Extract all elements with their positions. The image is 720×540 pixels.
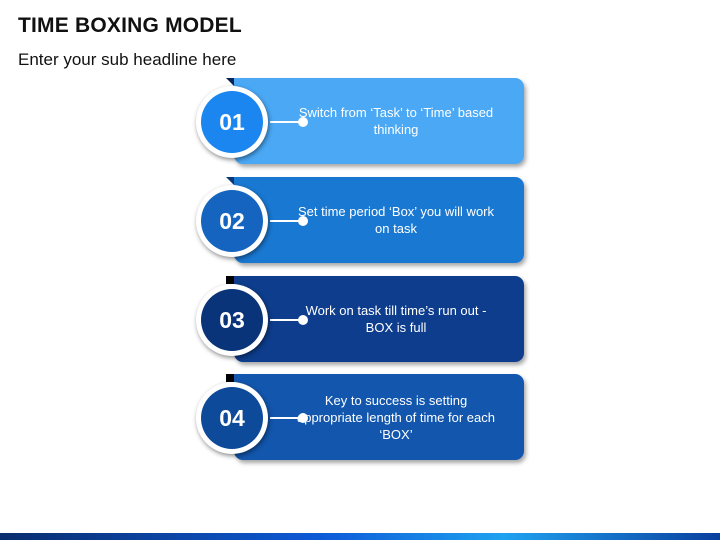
step-number-badge: 04 (196, 382, 268, 454)
step-number-badge: 01 (196, 86, 268, 158)
step-number: 03 (201, 289, 263, 351)
step-number: 01 (201, 91, 263, 153)
connector-dot (298, 216, 308, 226)
step-description: Set time period ‘Box’ you will work on t… (297, 204, 495, 236)
step-4: Key to success is setting appropriate le… (0, 374, 720, 464)
page-subtitle: Enter your sub headline here (18, 50, 237, 69)
connector-line (270, 319, 302, 321)
connector-line (270, 220, 302, 222)
footer-accent-bar (0, 533, 720, 540)
step-2: Set time period ‘Box’ you will work on t… (0, 177, 720, 267)
connector-dot (298, 117, 308, 127)
step-1: Switch from ‘Task’ to ‘Time’ based think… (0, 78, 720, 168)
step-description: Key to success is setting appropriate le… (296, 392, 495, 442)
connector-dot (298, 315, 308, 325)
connector-dot (298, 413, 308, 423)
step-number: 02 (201, 190, 263, 252)
step-number-badge: 02 (196, 185, 268, 257)
step-number-badge: 03 (196, 284, 268, 356)
step-number: 04 (201, 387, 263, 449)
connector-line (270, 417, 302, 419)
page-title: TIME BOXING MODEL (18, 14, 242, 37)
step-3: Work on task till time’s run out - BOX i… (0, 276, 720, 366)
step-description: Switch from ‘Task’ to ‘Time’ based think… (298, 105, 494, 137)
connector-line (270, 121, 302, 123)
step-description: Work on task till time’s run out - BOX i… (305, 303, 487, 335)
